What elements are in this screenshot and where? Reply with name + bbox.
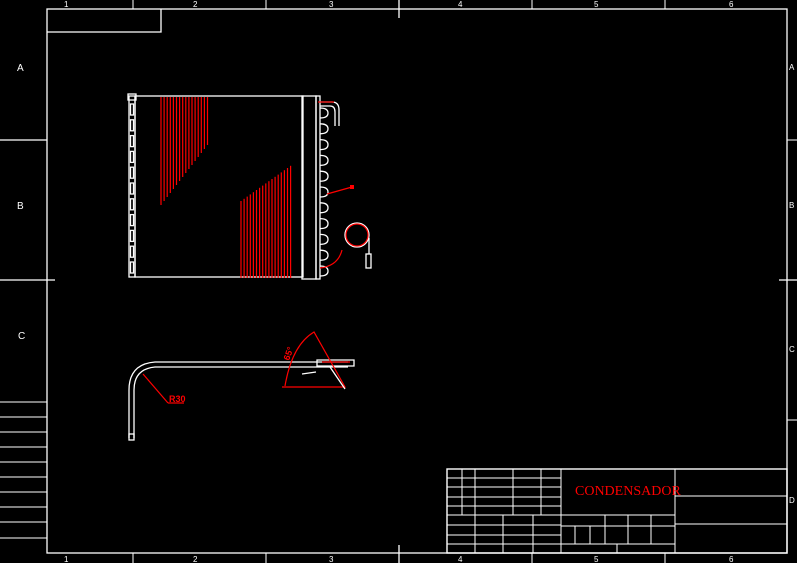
column-label: 4 [458, 555, 463, 563]
header-slot [129, 134, 135, 148]
column-label: 6 [729, 0, 734, 9]
column-label: 2 [193, 555, 198, 563]
row-label: B [17, 201, 24, 212]
condenser-front-view [127, 93, 372, 280]
header-slot [129, 182, 135, 195]
header-slot [129, 198, 135, 211]
column-label: 1 [64, 555, 69, 563]
row-label: C [789, 345, 795, 354]
column-label: 3 [329, 0, 334, 9]
tube-bend [319, 138, 329, 151]
drawing-title: CONDENSADOR [575, 484, 681, 499]
header-slot [129, 245, 135, 258]
tube-bend [319, 123, 329, 135]
column-label: 5 [594, 0, 599, 9]
column-label: 6 [729, 555, 734, 563]
tube-bend [319, 186, 329, 198]
tube-bend [319, 249, 329, 261]
tube-bend [319, 265, 329, 277]
tube-bend [319, 107, 329, 119]
tube-bend [319, 170, 329, 182]
header-slot [129, 150, 135, 164]
column-label: 5 [594, 555, 599, 563]
tube-bend [319, 202, 329, 214]
row-label: B [789, 201, 794, 210]
header-slot [129, 166, 135, 179]
column-label: 4 [458, 0, 463, 9]
row-label: A [789, 63, 795, 72]
header-slot [129, 119, 135, 132]
row-label: A [17, 63, 24, 74]
row-label: C [18, 331, 25, 342]
tube-bend [319, 233, 329, 246]
bend-radius-dimension: R30 [169, 394, 186, 404]
tube-bend [319, 217, 329, 230]
column-label: 3 [329, 555, 334, 563]
angle-dimension: 65° [281, 345, 295, 362]
header-slot [129, 213, 135, 227]
header-slot [129, 229, 135, 243]
tube-side-view [128, 331, 355, 441]
header-slot [129, 261, 135, 274]
row-label: D [789, 496, 795, 505]
tube-bend [319, 154, 329, 167]
title-block [446, 468, 788, 554]
column-label: 1 [64, 0, 69, 9]
column-label: 2 [193, 0, 198, 9]
header-slot [129, 103, 135, 116]
